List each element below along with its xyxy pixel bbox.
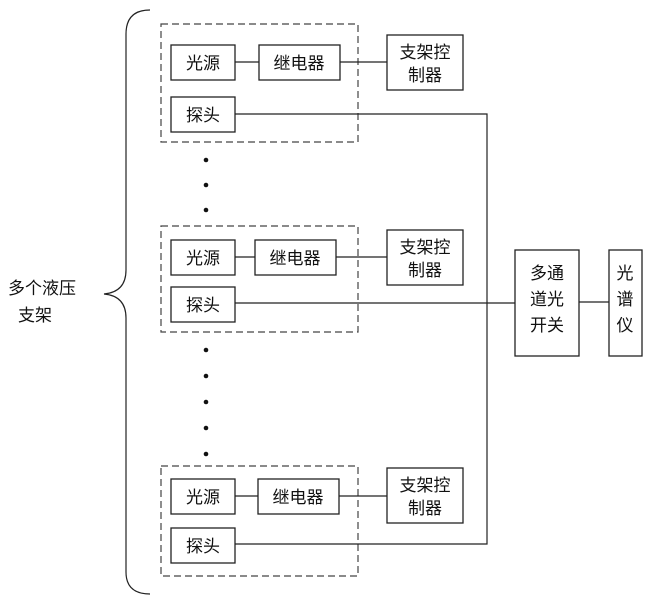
ellipsis-dot — [204, 400, 209, 405]
probe-label: 探头 — [186, 537, 220, 557]
spectrometer-label-line1: 光 — [617, 264, 634, 284]
controller-label-line1: 支架控 — [400, 238, 451, 258]
controller-label-line2: 制器 — [408, 66, 442, 86]
relay-label: 继电器 — [270, 249, 321, 269]
ellipsis-dot — [204, 374, 209, 379]
ellipsis-dot — [204, 208, 209, 213]
ellipsis-dot — [204, 426, 209, 431]
controller-label-line2: 制器 — [408, 261, 442, 281]
support-unit-3: 光源 继电器 支架控 制器 探头 — [161, 466, 463, 576]
light-source-label: 光源 — [186, 488, 220, 508]
group-label-line1: 多个液压 — [8, 279, 76, 299]
spectrometer-label-line2: 谱 — [617, 290, 634, 310]
controller-label-line1: 支架控 — [400, 476, 451, 496]
optical-switch-label-line1: 多通 — [530, 264, 564, 284]
optical-switch-label-line3: 开关 — [530, 316, 564, 336]
ellipsis-dot — [204, 348, 209, 353]
support-unit-1: 光源 继电器 支架控 制器 探头 — [161, 24, 463, 142]
group-label-line2: 支架 — [18, 306, 52, 326]
probe-label: 探头 — [186, 106, 220, 126]
controller-label-line1: 支架控 — [400, 43, 451, 63]
light-source-label: 光源 — [186, 54, 220, 74]
spectrometer-label-line3: 仪 — [617, 316, 634, 336]
relay-label: 继电器 — [273, 488, 324, 508]
light-source-label: 光源 — [186, 249, 220, 269]
ellipsis-dot — [204, 452, 209, 457]
relay-label: 继电器 — [274, 54, 325, 74]
controller-label-line2: 制器 — [408, 499, 442, 519]
group-brace — [104, 10, 150, 594]
ellipsis-dot — [204, 183, 209, 188]
optical-switch-label-line2: 道光 — [530, 290, 564, 310]
ellipsis-dot — [204, 158, 209, 163]
probe-label: 探头 — [186, 296, 220, 316]
support-unit-2: 光源 继电器 支架控 制器 探头 — [161, 226, 463, 332]
